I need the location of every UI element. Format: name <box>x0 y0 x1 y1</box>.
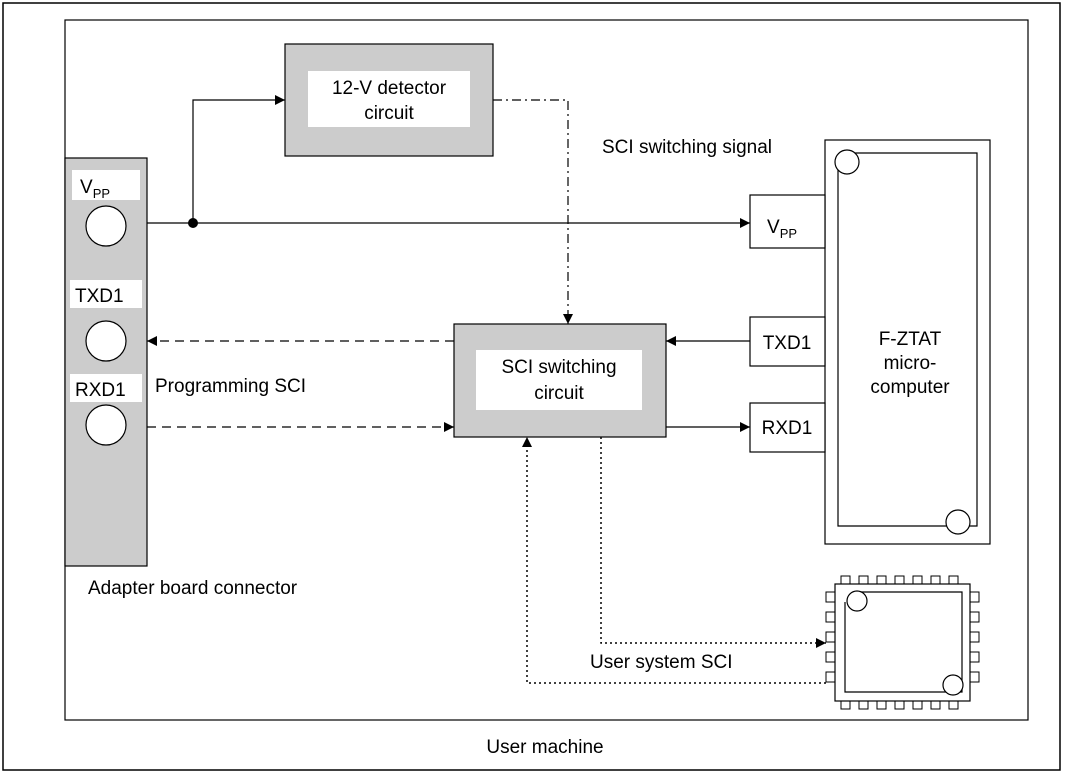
mcu-pin-txd1-label: TXD1 <box>763 333 812 354</box>
mcu-pin-txd1: TXD1 <box>749 316 826 367</box>
detector-label-line2: circuit <box>364 103 414 124</box>
user-system-tx-line <box>600 437 826 648</box>
switching-signal-line <box>493 99 573 324</box>
chip-index-mark-top <box>846 590 868 612</box>
mcu-pin-rxd1: RXD1 <box>749 402 826 453</box>
mcu-label-line3: computer <box>870 377 950 398</box>
connector-rxd1-pin <box>85 404 127 446</box>
sci-switch-label-line2: circuit <box>534 383 584 404</box>
mcu-index-mark-top <box>834 149 860 175</box>
mcu-label-line2: micro- <box>884 353 937 374</box>
user-machine-caption: User machine <box>486 737 603 758</box>
ftzat-microcomputer: F-ZTAT micro- computer <box>824 139 991 545</box>
connector-txd1-label: TXD1 <box>75 286 124 307</box>
sci-switch-label-line1: SCI switching <box>501 357 616 378</box>
detector-feed-line <box>192 95 285 223</box>
programming-sci-label: Programming SCI <box>155 376 306 397</box>
user-system-sci-label: User system SCI <box>590 652 733 673</box>
detector-label-line1: 12-V detector <box>332 78 447 99</box>
mcu-index-mark-bottom <box>945 509 971 535</box>
adapter-board-connector-label: Adapter board connector <box>88 578 298 599</box>
detector-circuit: 12-V detector circuit <box>284 43 494 157</box>
user-system-chip <box>825 575 980 710</box>
adapter-board-connector: VPP TXD1 RXD1 <box>64 157 148 567</box>
mcu-pin-vpp-label: VPP <box>767 217 797 241</box>
chip-index-mark-bottom <box>942 674 964 696</box>
sci-switching-signal-label: SCI switching signal <box>602 137 772 158</box>
sci-switching-circuit: SCI switching circuit <box>453 323 667 438</box>
mcu-label-line1: F-ZTAT <box>879 329 942 350</box>
connector-rxd1-label: RXD1 <box>75 380 126 401</box>
mcu-pin-rxd1-label: RXD1 <box>762 418 813 439</box>
mcu-pin-vpp: VPP <box>749 194 826 249</box>
connector-vpp-label: VPP <box>80 177 110 201</box>
connector-txd1-pin <box>85 320 127 362</box>
connector-vpp-pin <box>85 205 127 247</box>
